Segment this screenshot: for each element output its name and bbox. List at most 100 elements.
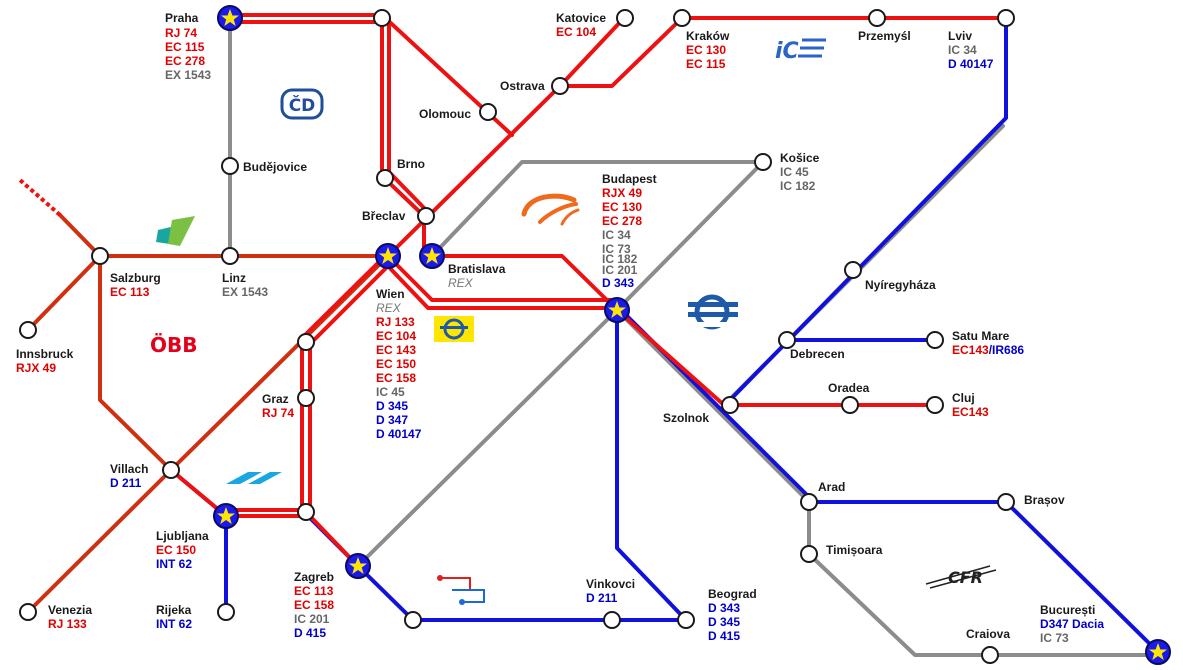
service-label: ČD bbox=[289, 94, 316, 116]
service-label: REX bbox=[448, 276, 474, 290]
map-shape bbox=[688, 312, 738, 317]
map-shape bbox=[452, 589, 485, 603]
station-north-junction-marker[interactable] bbox=[373, 9, 391, 27]
label-satumare: Satu Mare bbox=[952, 329, 1010, 343]
station-satumare-marker[interactable] bbox=[926, 331, 944, 349]
hub-zagreb[interactable] bbox=[345, 553, 371, 579]
station-arad-marker[interactable] bbox=[800, 493, 818, 511]
station-brasov-marker[interactable] bbox=[997, 493, 1015, 511]
station-katovice-marker[interactable] bbox=[616, 9, 634, 27]
label-ljubljana: Ljubljana bbox=[156, 529, 209, 543]
hub-bucuresti[interactable] bbox=[1145, 639, 1171, 665]
service-label: IC 34 bbox=[948, 43, 977, 57]
line-budapest-craiova bbox=[615, 308, 1150, 657]
service-label: RJX 49 bbox=[16, 361, 56, 375]
station-szolnok-marker[interactable] bbox=[721, 396, 739, 414]
station-breclav-marker[interactable] bbox=[417, 207, 435, 225]
line-bratislava-kosice bbox=[430, 160, 765, 258]
line-budapest-beograd bbox=[615, 308, 688, 622]
ic-logo: iC bbox=[775, 38, 826, 64]
station-nyiregyhaza-marker[interactable] bbox=[844, 261, 862, 279]
label-salzburg: Salzburg bbox=[110, 271, 161, 285]
label-szolnok: Szolnok bbox=[663, 411, 709, 425]
hub-wien[interactable] bbox=[375, 243, 401, 269]
map-shape bbox=[280, 88, 324, 120]
service-label: EC 104 bbox=[376, 329, 416, 343]
service-label: D 343 bbox=[708, 601, 740, 615]
line-wien-graz-1 bbox=[224, 256, 385, 512]
map-shape bbox=[798, 38, 826, 58]
service-label: D 345 bbox=[376, 399, 408, 413]
station-markers bbox=[19, 5, 1171, 665]
service-label: D 40147 bbox=[376, 427, 422, 441]
station-innsbruck-marker[interactable] bbox=[19, 321, 37, 339]
service-label: IC 182 bbox=[602, 252, 638, 266]
station-przemysl-marker[interactable] bbox=[868, 9, 886, 27]
service-label: EC 150 bbox=[156, 543, 196, 557]
hub-praha[interactable] bbox=[217, 5, 243, 31]
hub-bratislava[interactable] bbox=[419, 243, 445, 269]
station-ostrava-marker[interactable] bbox=[551, 77, 569, 95]
line-praha-brno bbox=[380, 16, 426, 258]
station-salzburg-marker[interactable] bbox=[91, 247, 109, 265]
station-kosice-marker[interactable] bbox=[754, 153, 772, 171]
map-shape bbox=[521, 193, 577, 217]
label-brno: Brno bbox=[397, 157, 425, 171]
line-salzburg-west-dashed bbox=[18, 178, 62, 217]
station-beograd-marker[interactable] bbox=[677, 611, 695, 629]
map-shape bbox=[248, 472, 282, 484]
service-label: EC 115 bbox=[165, 40, 205, 54]
station-linz-marker[interactable] bbox=[221, 247, 239, 265]
station-cluj-marker[interactable] bbox=[926, 396, 944, 414]
station-vinkovci-marker[interactable] bbox=[603, 611, 621, 629]
station-graz-north-marker[interactable] bbox=[297, 333, 315, 351]
service-label: IC 73 bbox=[1040, 631, 1069, 645]
station-villach-marker[interactable] bbox=[162, 461, 180, 479]
hub-budapest[interactable] bbox=[604, 297, 630, 323]
station-brno-marker[interactable] bbox=[376, 169, 394, 187]
map-shape bbox=[560, 208, 580, 226]
label-craiova: Craiova bbox=[966, 627, 1010, 641]
line-salzburg-west bbox=[58, 213, 102, 258]
label-debrecen: Debrecen bbox=[790, 347, 845, 361]
service-label: D 415 bbox=[708, 629, 740, 643]
service-label: RJX 49 bbox=[602, 186, 642, 200]
station-debrecen-marker[interactable] bbox=[778, 331, 796, 349]
label-beograd: Beograd bbox=[708, 587, 757, 601]
label-wien: Wien bbox=[376, 287, 405, 301]
station-lviv-marker[interactable] bbox=[997, 9, 1015, 27]
line-villach-venezia bbox=[26, 468, 173, 614]
label-venezia: Venezia bbox=[48, 603, 92, 617]
label-villach: Villach bbox=[110, 462, 148, 476]
service-label: D 211 bbox=[586, 591, 618, 605]
line-wien-budapest-2 bbox=[384, 262, 614, 310]
station-rijeka-marker[interactable] bbox=[217, 603, 235, 621]
station-craiova-marker[interactable] bbox=[981, 646, 999, 664]
map-shape bbox=[440, 577, 471, 591]
service-label: EC 278 bbox=[165, 54, 205, 68]
service-label: EC143 bbox=[952, 405, 989, 419]
label-bratislava: Bratislava bbox=[448, 262, 506, 276]
station-venezia-marker[interactable] bbox=[19, 603, 37, 621]
station-ljubljana-east-marker[interactable] bbox=[297, 503, 315, 521]
station-graz-marker[interactable] bbox=[297, 389, 315, 407]
hub-ljubljana[interactable] bbox=[213, 503, 239, 529]
station-timisoara-marker[interactable] bbox=[800, 545, 818, 563]
station-olomouc-marker[interactable] bbox=[479, 103, 497, 121]
map-shape bbox=[440, 326, 468, 329]
station-krakow-marker[interactable] bbox=[673, 9, 691, 27]
service-label: EC 150 bbox=[376, 357, 416, 371]
label-linz: Linz bbox=[222, 271, 246, 285]
star-icon bbox=[608, 301, 626, 318]
service-label: EC 130 bbox=[686, 43, 726, 57]
service-label: IC 201 bbox=[602, 263, 638, 277]
westbahn-logo bbox=[156, 216, 195, 246]
label-kosice: Košice bbox=[780, 151, 820, 165]
label-budapest: Budapest bbox=[602, 172, 657, 186]
station-budejovice-marker[interactable] bbox=[221, 157, 239, 175]
station-zagreb-south-marker[interactable] bbox=[404, 611, 422, 629]
service-label: D 211 bbox=[110, 476, 142, 490]
station-oradea-marker[interactable] bbox=[841, 396, 859, 414]
label-brasov: Brașov bbox=[1024, 493, 1065, 507]
service-label: D 415 bbox=[294, 626, 326, 640]
